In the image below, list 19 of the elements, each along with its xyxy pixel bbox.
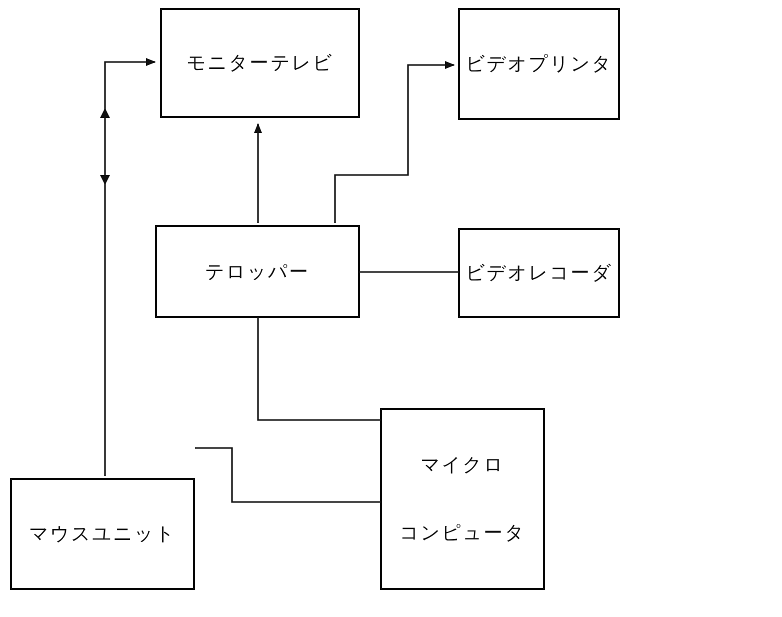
telop-box [155, 225, 360, 318]
device-label: ビデオレコーダ [466, 261, 612, 286]
arrow [254, 123, 262, 223]
device-label: ビデオプリンタ [466, 52, 612, 77]
arrow [104, 58, 156, 476]
connector-line [195, 447, 380, 503]
connector-line [257, 318, 380, 421]
device-label: コンピュータ [400, 521, 526, 546]
device-label: テロッパー [205, 260, 310, 284]
device-label: モニターテレビ [186, 51, 334, 76]
device-label: マイクロ [420, 453, 504, 478]
monitor-box [160, 8, 360, 118]
recorder-box [458, 228, 620, 318]
computer-box [380, 408, 545, 590]
printer-box [458, 8, 620, 120]
arrow [334, 61, 455, 223]
connector-line [360, 271, 458, 273]
mouse-unit-box [10, 478, 195, 590]
device-label: マウスユニット [29, 522, 176, 547]
